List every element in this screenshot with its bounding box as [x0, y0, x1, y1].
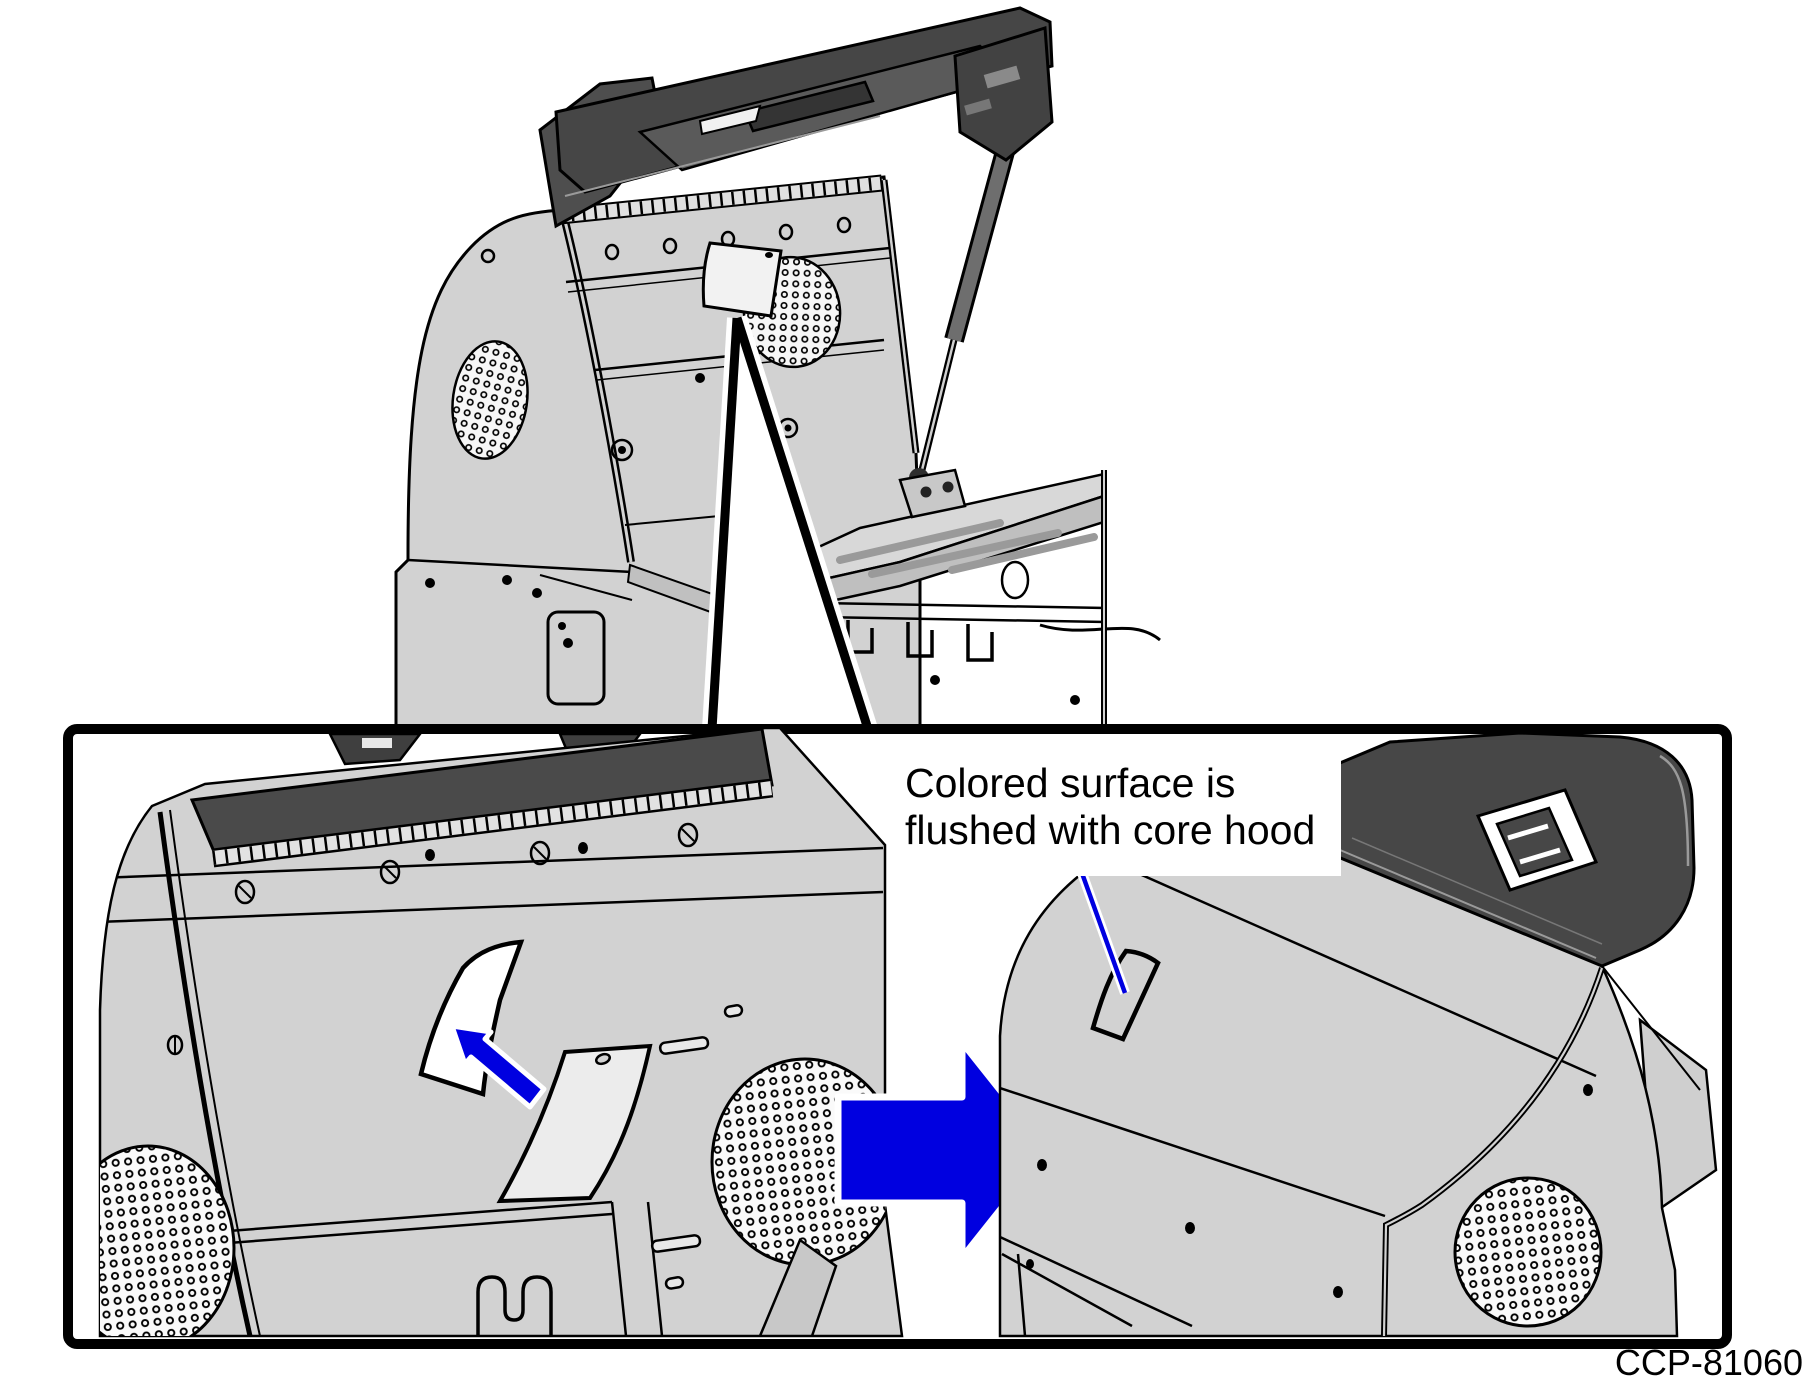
figure-code: CCP-81060	[1614, 1342, 1803, 1380]
core-hood-band	[189, 728, 774, 856]
detail-box	[63, 724, 1732, 1349]
hinge-strip	[559, 174, 883, 225]
detail-left-view	[98, 726, 904, 1338]
overview-sticker	[701, 241, 783, 318]
detail-right-speaker-grille	[1453, 1176, 1603, 1328]
detail-left-corner-grille	[100, 1144, 236, 1336]
sticker-sheet	[496, 1043, 653, 1204]
detail-right-view	[998, 731, 1718, 1338]
callout-line1: Colored surface is	[905, 760, 1236, 806]
machine-overview	[394, 6, 1161, 733]
callout-line2: flushed with core hood	[905, 807, 1316, 853]
open-lid-assembly	[538, 6, 1054, 229]
base-hatch	[546, 610, 606, 706]
magnifier-wedge	[702, 314, 878, 733]
gas-strut	[898, 145, 1016, 519]
callout-label: Colored surface is flushed with core hoo…	[899, 752, 1341, 876]
arrow-up-left-icon	[449, 1023, 547, 1110]
deck-tray	[761, 470, 1161, 729]
core-hood-lid	[1324, 731, 1696, 968]
overview-left-speaker-grille	[451, 340, 529, 460]
